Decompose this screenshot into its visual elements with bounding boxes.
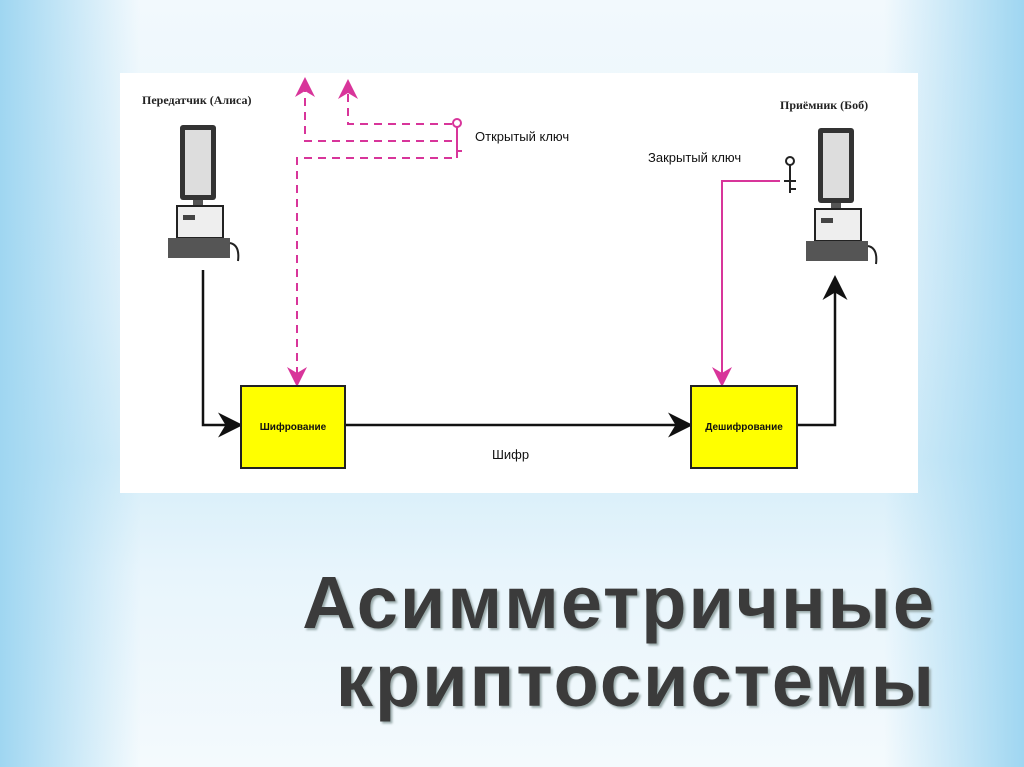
receiver-label: Приёмник (Боб) [780,98,869,112]
cipher-label: Шифр [492,447,530,462]
receiver-computer-icon [806,128,878,265]
public-key-icon [452,118,462,158]
sender-to-encrypt-arrow [201,270,243,438]
decrypt-to-receiver-arrow [797,275,848,427]
diagram-lines [168,77,878,438]
background-left-gradient [0,0,140,767]
slide-title-line1: Асимметричные [302,561,936,644]
slide-title-line2: криптосистемы [335,639,936,722]
sender-label: Передатчик (Алиса) [142,93,252,107]
public-key-lines [287,77,452,387]
crypto-diagram: Передатчик (Алиса) Приёмник (Боб) Открыт… [120,73,918,493]
private-key-label: Закрытый ключ [648,150,742,165]
private-key-line [712,180,780,387]
decrypt-box: Дешифрование [690,385,798,469]
encrypt-box: Шифрование [240,385,346,469]
private-key-icon [784,156,796,193]
public-key-label: Открытый ключ [475,129,570,144]
sender-computer-icon [168,125,240,262]
